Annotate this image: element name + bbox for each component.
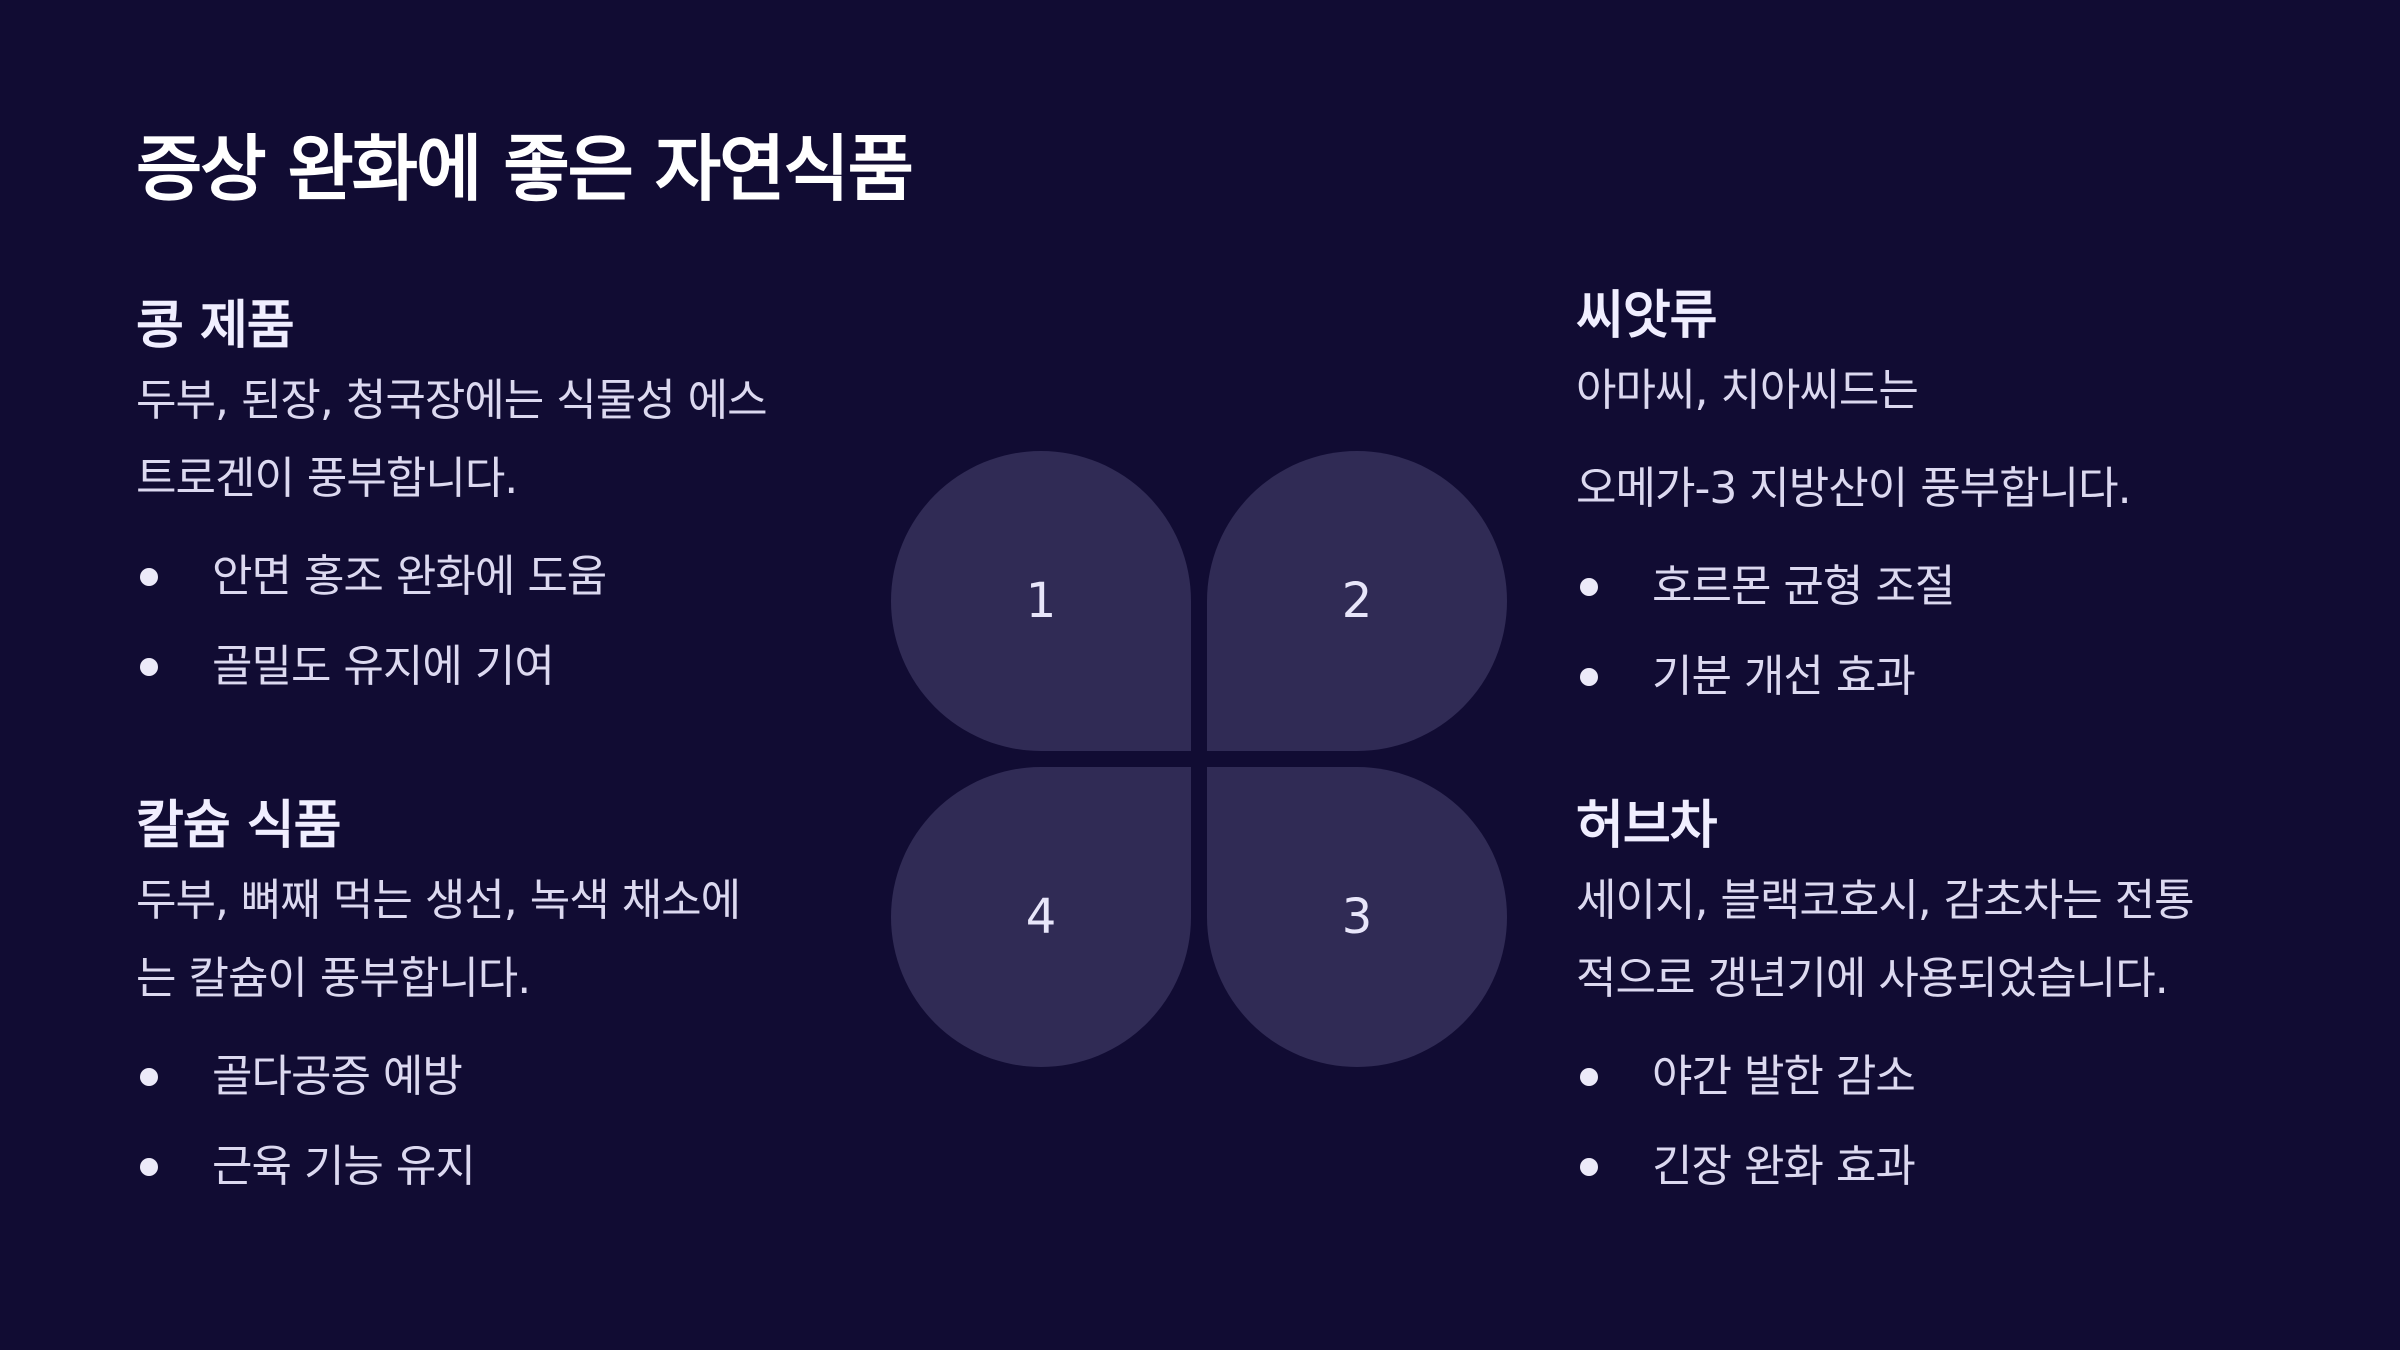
petal-4: 4: [891, 767, 1191, 1067]
list-item-text: 골밀도 유지에 기여: [212, 641, 555, 692]
section-seeds: 씨앗류 아마씨, 치아씨드는 오메가-3 지방산이 풍부합니다. 호르몬 균형 …: [1576, 280, 2296, 722]
petal-number: 1: [1025, 573, 1057, 629]
list-item: 근육 기능 유지: [136, 1122, 856, 1212]
list-item: 골다공증 예방: [136, 1032, 856, 1122]
list-item-text: 근육 기능 유지: [212, 1141, 476, 1192]
bullet-dot-icon: [140, 1068, 158, 1086]
list-item: 긴장 완화 효과: [1576, 1122, 2296, 1212]
list-item-text: 긴장 완화 효과: [1652, 1141, 1916, 1192]
section-heading: 씨앗류: [1576, 286, 1718, 346]
petal-3: 3: [1207, 767, 1507, 1067]
bullet-list: 호르몬 균형 조절 기분 개선 효과: [1576, 542, 2296, 722]
section-heading: 칼슘 식품: [136, 796, 341, 856]
bullet-dot-icon: [140, 568, 158, 586]
section-description-line-2: 적으로 갱년기에 사용되었습니다.: [1576, 953, 2169, 1004]
list-item-text: 야간 발한 감소: [1652, 1051, 1916, 1102]
section-soy-products: 콩 제품 두부, 된장, 청국장에는 식물성 에스 트로겐이 풍부합니다. 안면…: [136, 290, 856, 712]
list-item-text: 기분 개선 효과: [1652, 651, 1916, 702]
list-item-text: 호르몬 균형 조절: [1652, 561, 1955, 612]
bullet-dot-icon: [140, 1158, 158, 1176]
section-description-line-1: 두부, 뼈째 먹는 생선, 녹색 채소에: [136, 875, 741, 926]
section-description-line-1: 아마씨, 치아씨드는: [1576, 365, 1919, 416]
bullet-dot-icon: [1580, 1068, 1598, 1086]
section-calcium-foods: 칼슘 식품 두부, 뼈째 먹는 생선, 녹색 채소에 는 칼슘이 풍부합니다. …: [136, 790, 856, 1212]
petal-2: 2: [1207, 451, 1507, 751]
section-description-line-1: 세이지, 블랙코호시, 감초차는 전통: [1576, 875, 2195, 926]
section-herbal-tea: 허브차 세이지, 블랙코호시, 감초차는 전통 적으로 갱년기에 사용되었습니다…: [1576, 790, 2296, 1212]
section-description-line-2: 는 칼슘이 풍부합니다.: [136, 953, 531, 1004]
petal-1: 1: [891, 451, 1191, 751]
bullet-dot-icon: [1580, 578, 1598, 596]
petal-number: 4: [1025, 889, 1057, 945]
section-heading: 콩 제품: [136, 296, 295, 356]
bullet-dot-icon: [1580, 668, 1598, 686]
section-description-line-2: 오메가-3 지방산이 풍부합니다.: [1576, 463, 2132, 514]
list-item: 안면 홍조 완화에 도움: [136, 532, 856, 622]
petal-number: 2: [1341, 573, 1373, 629]
bullet-list: 야간 발한 감소 긴장 완화 효과: [1576, 1032, 2296, 1212]
list-item-text: 골다공증 예방: [212, 1051, 463, 1102]
list-item: 기분 개선 효과: [1576, 632, 2296, 722]
bullet-list: 안면 홍조 완화에 도움 골밀도 유지에 기여: [136, 532, 856, 712]
bullet-dot-icon: [1580, 1158, 1598, 1176]
list-item: 호르몬 균형 조절: [1576, 542, 2296, 632]
list-item-text: 안면 홍조 완화에 도움: [212, 551, 607, 602]
section-description-line-2: 트로겐이 풍부합니다.: [136, 453, 518, 504]
bullet-dot-icon: [140, 658, 158, 676]
list-item: 야간 발한 감소: [1576, 1032, 2296, 1122]
list-item: 골밀도 유지에 기여: [136, 622, 856, 712]
page-title: 증상 완화에 좋은 자연식품: [136, 127, 914, 211]
bullet-list: 골다공증 예방 근육 기능 유지: [136, 1032, 856, 1212]
petal-number: 3: [1341, 889, 1373, 945]
section-heading: 허브차: [1576, 796, 1718, 856]
section-description-line-1: 두부, 된장, 청국장에는 식물성 에스: [136, 375, 768, 426]
